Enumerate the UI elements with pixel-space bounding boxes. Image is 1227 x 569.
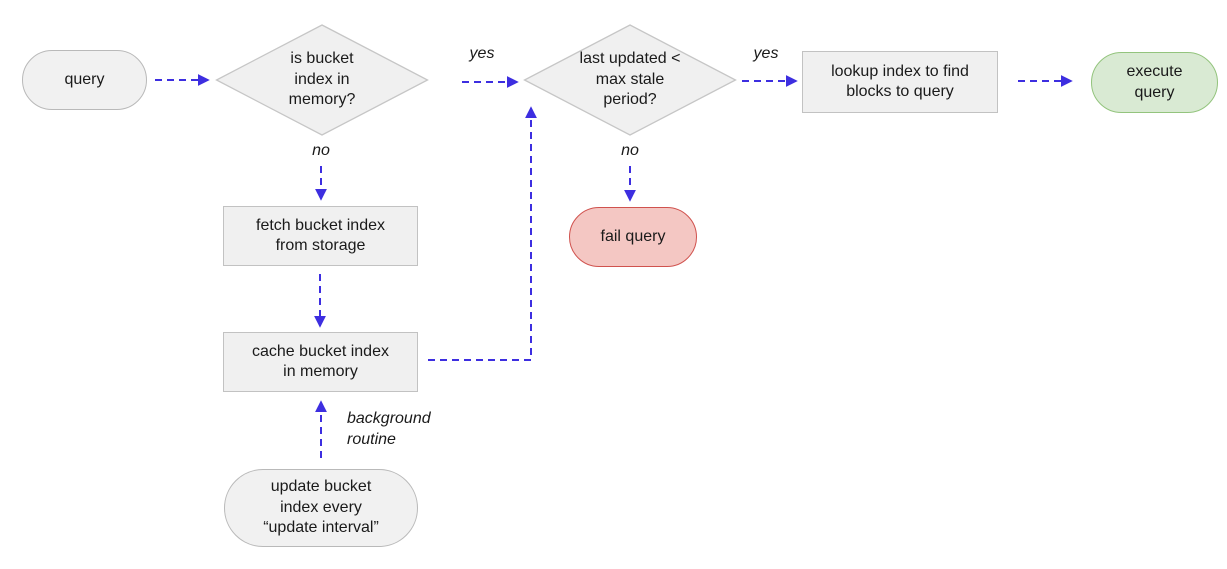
query-start-node: query	[22, 50, 147, 110]
lookup-index-label: lookup index to find blocks to query	[831, 62, 969, 100]
execute-query-node: execute query	[1091, 52, 1218, 113]
bucket-index-in-memory-text: is bucket index in memory?	[288, 50, 356, 109]
diamond-shape	[215, 24, 429, 136]
arrow-cache-to-stale-decision	[428, 106, 537, 361]
update-bucket-index-label: update bucket index every “update interv…	[263, 478, 379, 537]
cache-bucket-index-node: cache bucket index in memory	[223, 332, 418, 392]
fetch-bucket-index-label: fetch bucket index from storage	[256, 216, 385, 254]
update-bucket-index-node: update bucket index every “update interv…	[224, 469, 418, 547]
last-updated-stale-text: last updated < max stale period?	[579, 50, 681, 109]
query-start-label: query	[64, 70, 105, 88]
edge-label-no-stale: no	[621, 142, 639, 159]
cache-bucket-index-label: cache bucket index in memory	[252, 342, 389, 380]
diamond-shape	[523, 24, 737, 136]
fail-query-node: fail query	[569, 207, 697, 267]
edge-label-yes-stale: yes	[753, 45, 779, 62]
edge-label-yes-memory: yes	[469, 45, 495, 62]
bucket-index-in-memory-decision: is bucket index in memory?	[215, 24, 429, 136]
edge-label-no-memory: no	[312, 142, 330, 159]
fetch-bucket-index-node: fetch bucket index from storage	[223, 206, 418, 266]
fail-query-label: fail query	[600, 227, 666, 245]
edge-label-background-routine: background routine	[347, 410, 431, 448]
execute-query-label: execute query	[1126, 63, 1183, 101]
last-updated-stale-decision: last updated < max stale period?	[523, 24, 737, 136]
lookup-index-node: lookup index to find blocks to query	[802, 51, 998, 113]
